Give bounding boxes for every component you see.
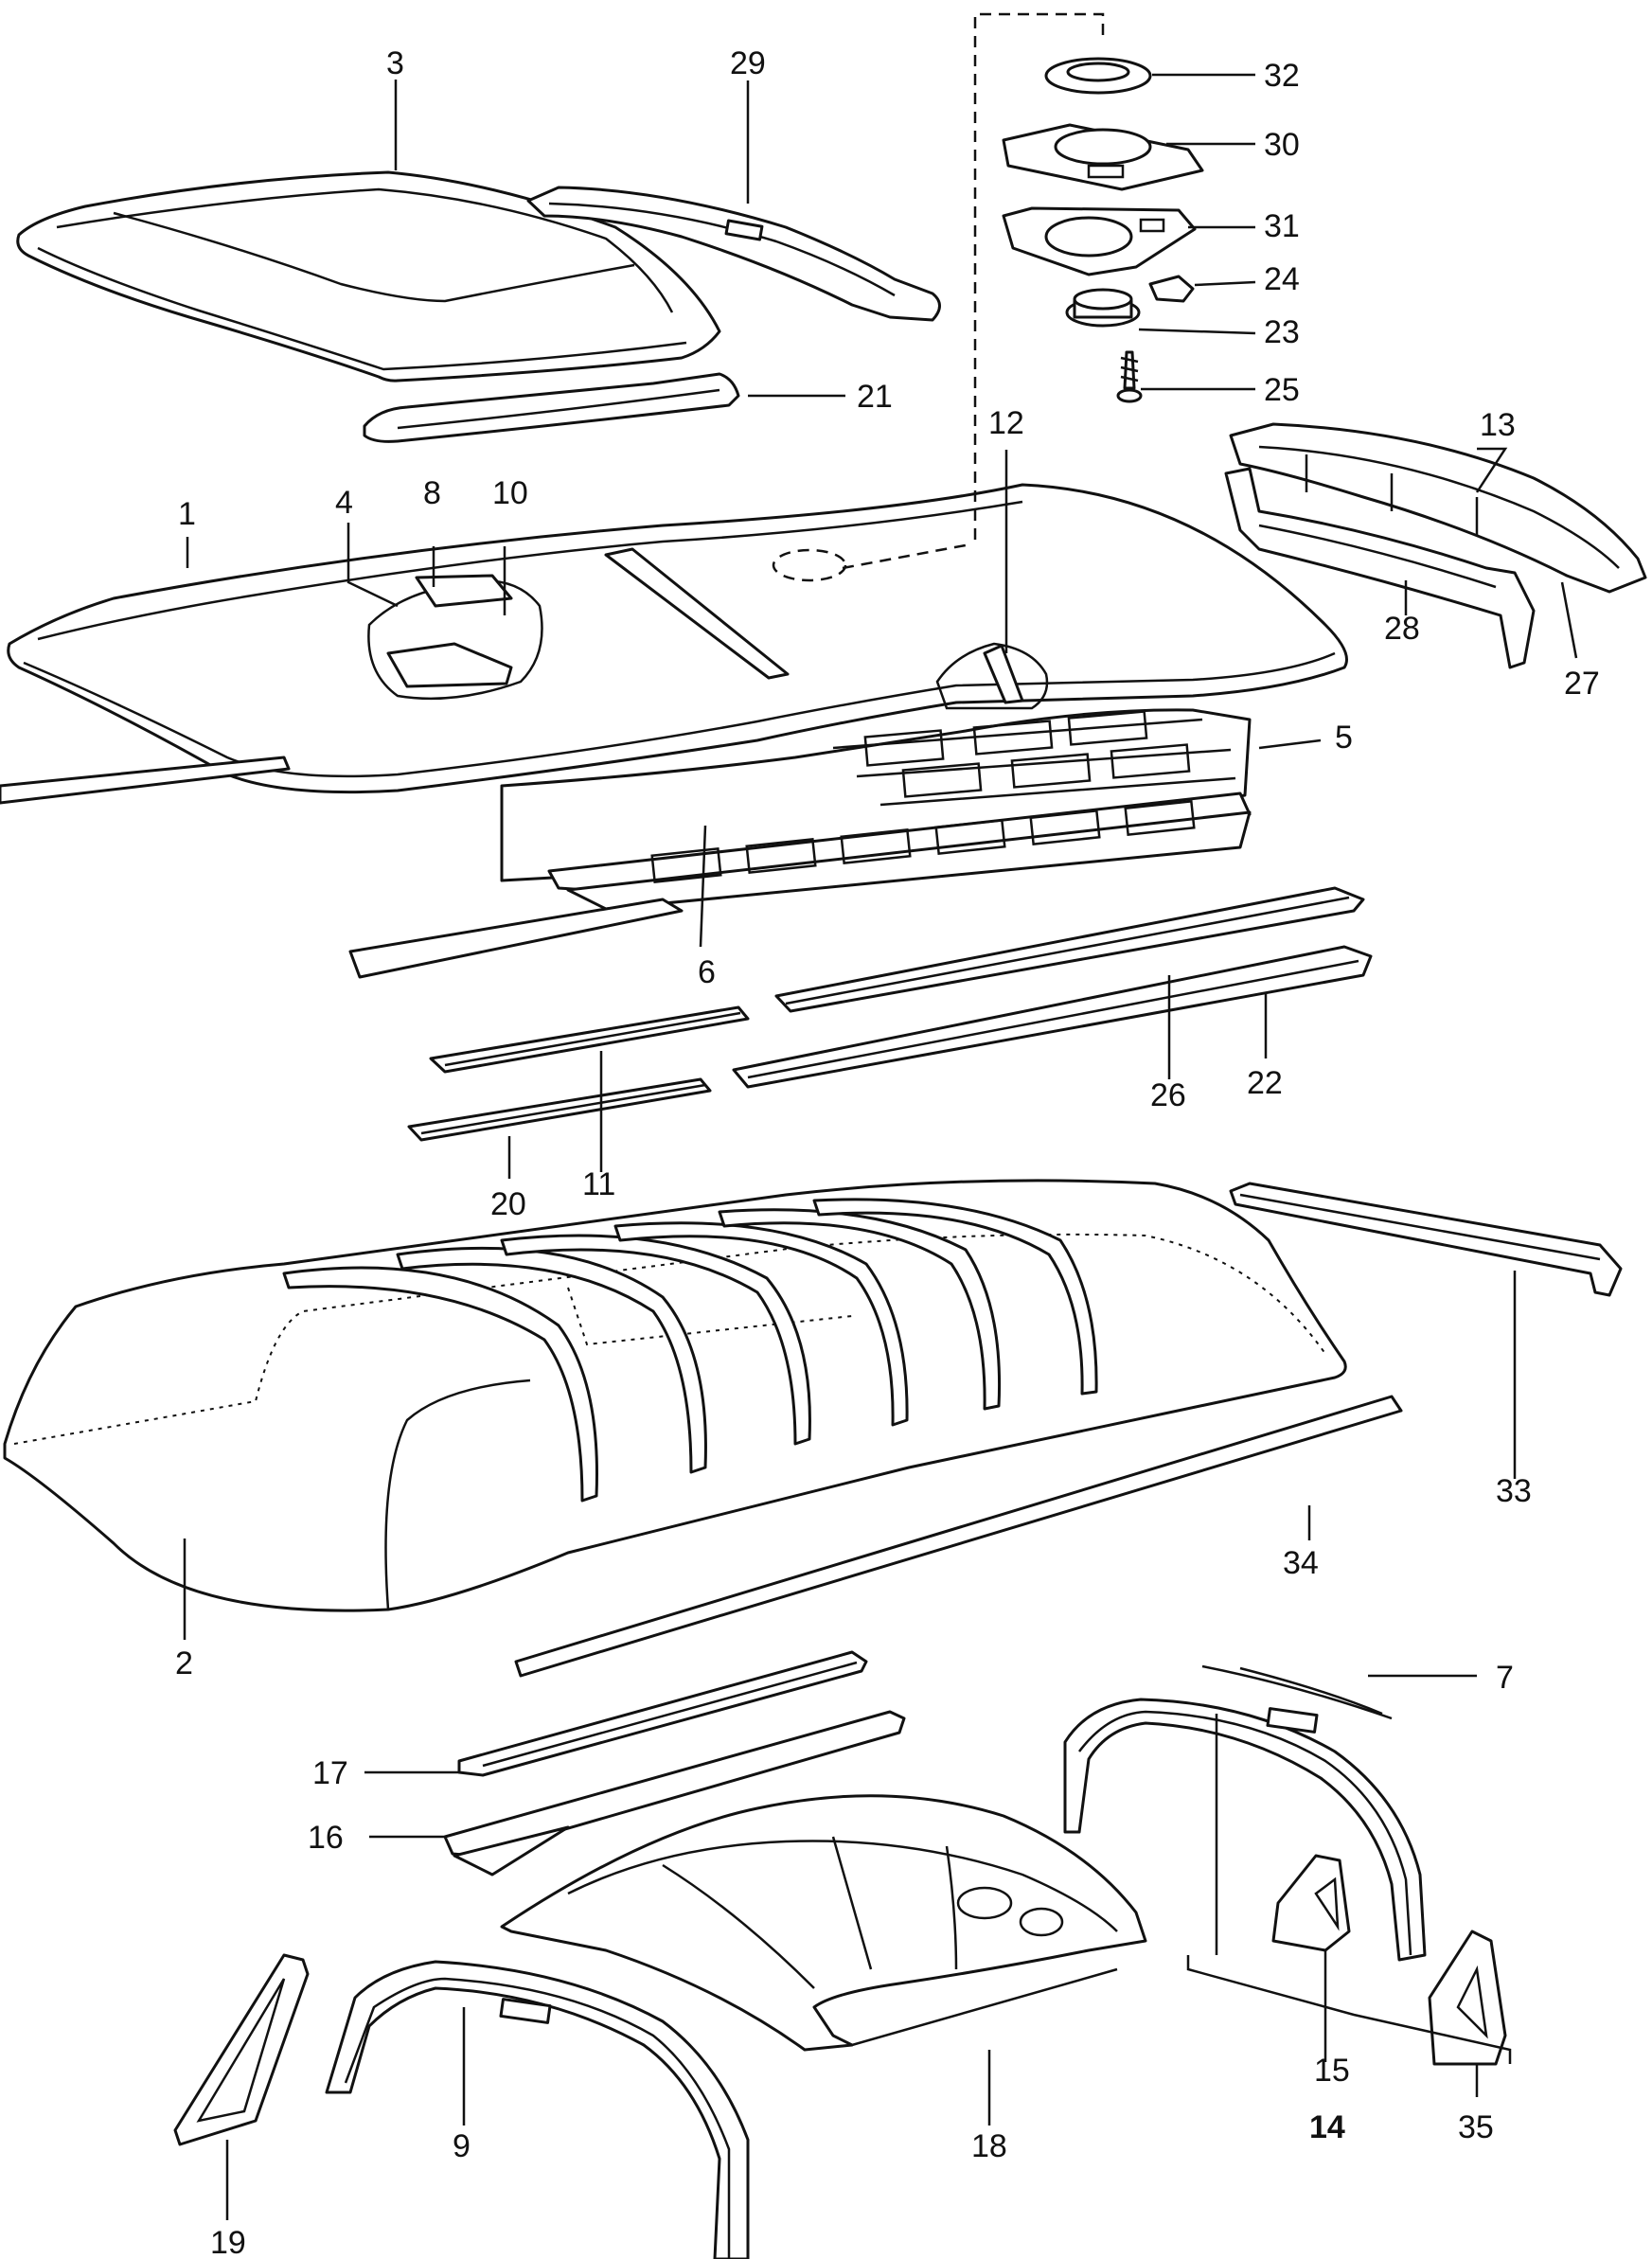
callout-28: 28: [1384, 611, 1420, 647]
part-29-front-rail: [526, 186, 941, 322]
part-3-sunroof-panel: [16, 170, 721, 382]
callout-5: 5: [1335, 720, 1353, 756]
callout-14: 14: [1309, 2109, 1345, 2145]
part-15-gusset: [1271, 1854, 1351, 1952]
callout-11: 11: [582, 1166, 615, 1202]
part-20-roof-rail: [407, 1077, 712, 1142]
callout-9: 9: [453, 2128, 471, 2164]
part-30-frame-plate: [1002, 123, 1204, 191]
callout-2: 2: [175, 1645, 193, 1681]
part-28-cross-tube: [1224, 467, 1536, 669]
part-23-grommet: [1065, 288, 1141, 328]
callout-22: 22: [1247, 1065, 1283, 1101]
part-16-strip: [443, 1710, 906, 1877]
callout-8: 8: [423, 475, 441, 511]
callout-15: 15: [1314, 2053, 1350, 2089]
callout-10: 10: [492, 475, 528, 511]
part-32-seal-ring: [1044, 57, 1152, 95]
callout-34: 34: [1283, 1545, 1319, 1581]
part-35-gusset: [1428, 1930, 1507, 2066]
callout-25: 25: [1264, 372, 1300, 408]
callout-29: 29: [730, 45, 766, 81]
callout-27: 27: [1564, 666, 1600, 702]
callout-1: 1: [178, 496, 196, 532]
part-6-long-roof-bow: [348, 792, 1252, 979]
callout-7: 7: [1496, 1660, 1514, 1696]
callout-31: 31: [1264, 208, 1300, 244]
callout-35: 35: [1458, 2109, 1494, 2145]
callout-18: 18: [971, 2128, 1007, 2164]
leader-lines: [183, 12, 1578, 2220]
callout-17: 17: [312, 1755, 348, 1791]
callout-19: 19: [210, 2225, 246, 2259]
part-13-cross-member: [1229, 422, 1647, 594]
part-11-roof-rail: [429, 1005, 750, 1074]
part-34-side-strip: [514, 1395, 1403, 1678]
callout-4: 4: [335, 485, 353, 521]
callout-23: 23: [1264, 314, 1300, 350]
part-22-roof-rail: [732, 945, 1373, 1089]
callout-33: 33: [1496, 1473, 1532, 1509]
callout-30: 30: [1264, 127, 1300, 163]
part-14-rear-bow: [1063, 1698, 1427, 1962]
part-25-screw: [1116, 350, 1143, 403]
part-26-roof-rail: [774, 886, 1365, 1013]
callout-16: 16: [308, 1820, 344, 1856]
part-2-raised-roof: [3, 1179, 1347, 1612]
callout-20: 20: [490, 1186, 526, 1222]
callout-24: 24: [1264, 261, 1300, 297]
callout-32: 32: [1264, 58, 1300, 94]
callout-labels: 3 29 21 32 30 31 24 23 25 13 12 1 4 8 10…: [175, 45, 1600, 2259]
part-1-roof-panel: [7, 483, 1348, 794]
part-7-drip-strip: [1201, 1664, 1393, 1720]
callout-3: 3: [386, 45, 404, 81]
callout-21: 21: [857, 379, 893, 415]
callout-12: 12: [988, 405, 1024, 441]
part-31-base-plate: [1002, 206, 1197, 276]
callout-26: 26: [1150, 1077, 1186, 1113]
part-33-side-strip: [1229, 1182, 1623, 1297]
left-edge-strip: [0, 756, 291, 805]
callout-6: 6: [698, 954, 716, 990]
callout-13: 13: [1480, 407, 1516, 443]
part-19-gusset: [173, 1953, 310, 2146]
part-18-rear-roof-frame: [500, 1794, 1147, 2052]
part-24-clip: [1148, 275, 1195, 303]
part-9-front-roof-bow: [325, 1960, 750, 2259]
part-21-rear-strip: [363, 372, 740, 443]
